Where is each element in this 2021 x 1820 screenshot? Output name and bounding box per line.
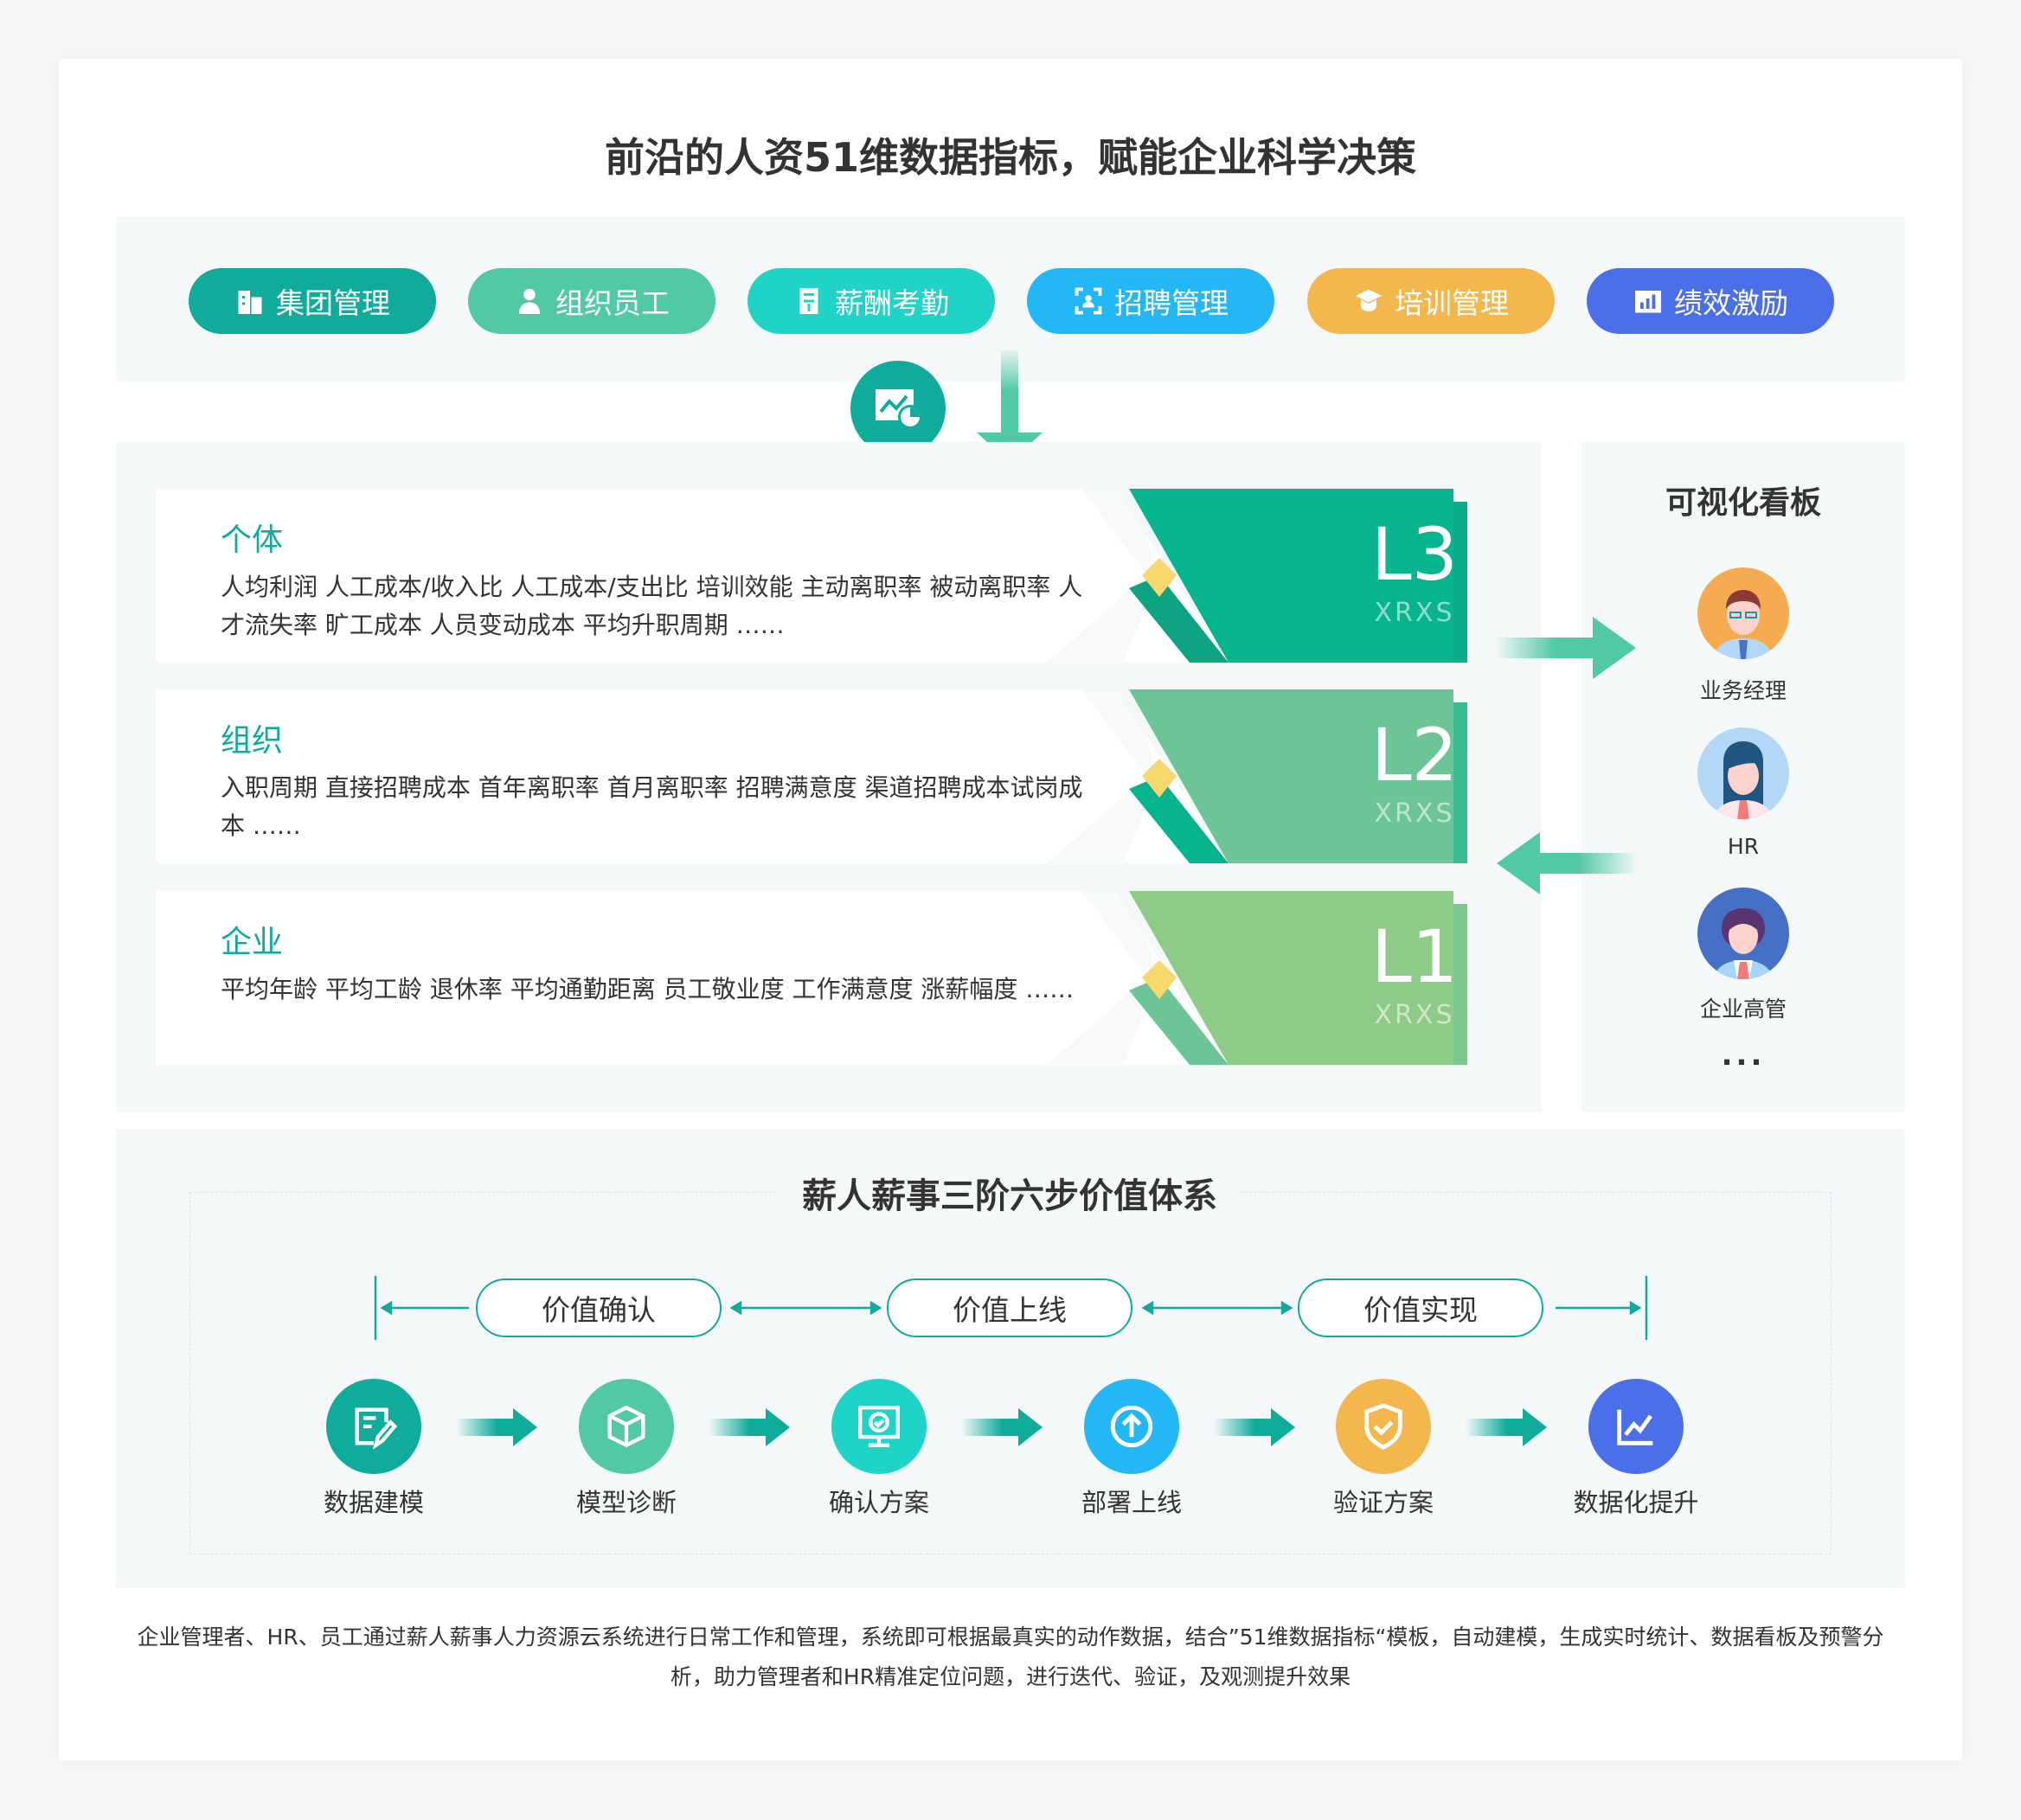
level-badge bbox=[156, 891, 1467, 1065]
step-arrow-icon bbox=[1214, 1407, 1296, 1452]
page-title: 前沿的人资51维数据指标，赋能企业科学决策 bbox=[604, 134, 1416, 181]
avatar-hr bbox=[1697, 727, 1789, 819]
edit-icon bbox=[355, 1407, 398, 1450]
step-deploy bbox=[1084, 1379, 1179, 1474]
role-label: 业务经理 bbox=[1699, 678, 1787, 703]
metric-level-row: 企业 平均年龄 平均工龄 退休率 平均通勤距离 员工敬业度 工作满意度 涨薪幅度… bbox=[156, 891, 1467, 1065]
graduation-cap-icon bbox=[1356, 289, 1382, 311]
module-recruitment[interactable]: 招聘管理 bbox=[1027, 268, 1274, 334]
more-roles-ellipsis: ... bbox=[1721, 1038, 1766, 1073]
monitor-check-icon bbox=[858, 1406, 900, 1447]
avatar-business-manager bbox=[1697, 567, 1789, 659]
footer-description: 企业管理者、HR、员工通过薪人薪事人力资源云系统进行日常工作和管理，系统即可根据… bbox=[137, 1625, 1884, 1689]
module-label: 组织员工 bbox=[555, 286, 670, 320]
analytics-hub-icon bbox=[850, 361, 946, 456]
avatar-executive bbox=[1697, 888, 1789, 979]
level-title: 组织 bbox=[221, 723, 284, 759]
document-icon bbox=[799, 288, 818, 314]
role-label: 企业高管 bbox=[1699, 997, 1787, 1022]
module-performance[interactable]: 绩效激励 bbox=[1587, 268, 1834, 334]
level-title: 企业 bbox=[221, 925, 284, 960]
step-arrow-icon bbox=[961, 1407, 1043, 1452]
module-org-staff[interactable]: 组织员工 bbox=[468, 268, 715, 334]
step-confirm-plan bbox=[831, 1379, 927, 1474]
person-icon bbox=[519, 288, 540, 314]
module-label: 集团管理 bbox=[276, 286, 390, 320]
right-arrow-icon bbox=[1495, 617, 1636, 679]
role-label: HR bbox=[1727, 834, 1760, 859]
dashboard-title: 可视化看板 bbox=[1665, 485, 1821, 521]
step-label: 确认方案 bbox=[828, 1488, 929, 1517]
step-label: 部署上线 bbox=[1081, 1488, 1182, 1517]
bar-chart-icon bbox=[1635, 291, 1661, 313]
module-payroll-attendance[interactable]: 薪酬考勤 bbox=[747, 268, 995, 334]
level-code: L2 bbox=[1370, 713, 1459, 798]
step-label: 验证方案 bbox=[1332, 1488, 1434, 1517]
step-label: 模型诊断 bbox=[575, 1488, 677, 1517]
step-arrow-icon bbox=[1466, 1407, 1548, 1452]
step-data-modeling bbox=[326, 1379, 421, 1474]
step-model-diagnosis bbox=[579, 1379, 674, 1474]
phase-value-launch: 价值上线 bbox=[887, 1278, 1132, 1337]
module-group-management[interactable]: 集团管理 bbox=[189, 268, 436, 334]
step-data-improvement bbox=[1588, 1379, 1684, 1474]
level-badge bbox=[156, 689, 1467, 863]
module-label: 招聘管理 bbox=[1114, 286, 1229, 320]
module-label: 薪酬考勤 bbox=[835, 286, 949, 320]
level-metrics: 平均年龄 平均工龄 退休率 平均通勤距离 员工敬业度 工作满意度 涨薪幅度 …… bbox=[221, 975, 1075, 1003]
phase-value-realize: 价值实现 bbox=[1298, 1278, 1543, 1337]
value-system-title: 薪人薪事三阶六步价值体系 bbox=[779, 1168, 1241, 1218]
metric-level-row: 个体 人均利润 人工成本/收入比 人工成本/支出比 培训效能 主动离职率 被动离… bbox=[156, 489, 1467, 663]
level-badge bbox=[156, 489, 1467, 663]
module-label: 培训管理 bbox=[1395, 286, 1509, 320]
phase-value-confirm: 价值确认 bbox=[476, 1278, 722, 1337]
level-metrics: 入职周期 直接招聘成本 首年离职率 首月离职率 招聘满意度 渠道招聘成本试岗成本… bbox=[221, 773, 1083, 840]
cube-icon bbox=[607, 1405, 645, 1448]
line-chart-icon bbox=[1617, 1409, 1653, 1445]
upload-icon bbox=[1110, 1405, 1153, 1448]
step-arrow-icon bbox=[456, 1407, 538, 1452]
shield-check-icon bbox=[1364, 1403, 1402, 1450]
module-training[interactable]: 培训管理 bbox=[1307, 268, 1555, 334]
building-icon bbox=[238, 291, 262, 314]
level-code: L1 bbox=[1370, 914, 1459, 999]
level-brand: XRXS bbox=[1374, 1000, 1455, 1030]
left-arrow-icon bbox=[1497, 832, 1638, 894]
level-brand: XRXS bbox=[1374, 798, 1455, 829]
scan-person-icon bbox=[1075, 287, 1102, 315]
step-verify-plan bbox=[1336, 1379, 1431, 1474]
step-label: 数据建模 bbox=[323, 1488, 424, 1517]
level-brand: XRXS bbox=[1374, 598, 1455, 628]
phase-connectors bbox=[374, 1276, 1648, 1340]
level-metrics: 人均利润 人工成本/收入比 人工成本/支出比 培训效能 主动离职率 被动离职率 … bbox=[221, 573, 1083, 639]
level-title: 个体 bbox=[221, 522, 284, 558]
step-arrow-icon bbox=[709, 1407, 791, 1452]
step-label: 数据化提升 bbox=[1573, 1488, 1699, 1517]
level-code: L3 bbox=[1370, 512, 1459, 597]
metric-level-row: 组织 入职周期 直接招聘成本 首年离职率 首月离职率 招聘满意度 渠道招聘成本试… bbox=[156, 689, 1467, 863]
module-label: 绩效激励 bbox=[1674, 286, 1788, 320]
